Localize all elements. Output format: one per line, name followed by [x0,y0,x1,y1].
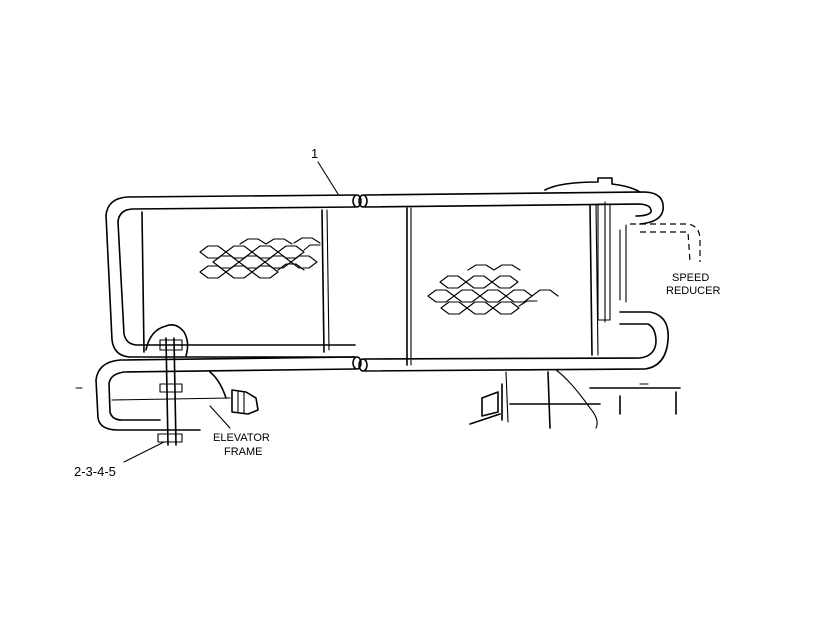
mesh-pattern-right [427,264,559,315]
right-lower-shaft [469,369,681,429]
speed-reducer-housing [544,177,701,323]
label-reducer: REDUCER [666,285,720,297]
left-mount-bracket [145,324,227,446]
screen-panel-right [406,204,599,366]
leader-parts-2-5 [123,441,165,463]
label-speed: SPEED [672,272,709,284]
leader-elevator-frame [209,405,231,429]
lower-mount-rail [95,356,356,431]
label-parts-2-3-4-5: 2-3-4-5 [74,464,116,479]
guard-frame-right [358,191,669,372]
label-frame: FRAME [224,446,263,458]
screen-panel-left [141,209,330,353]
leader-part-1 [317,161,339,195]
elevator-frame-fastener [75,387,259,415]
guard-frame-left [105,194,362,370]
label-elevator: ELEVATOR [213,432,270,444]
label-part-1: 1 [311,146,318,161]
mesh-pattern-left [199,237,321,279]
